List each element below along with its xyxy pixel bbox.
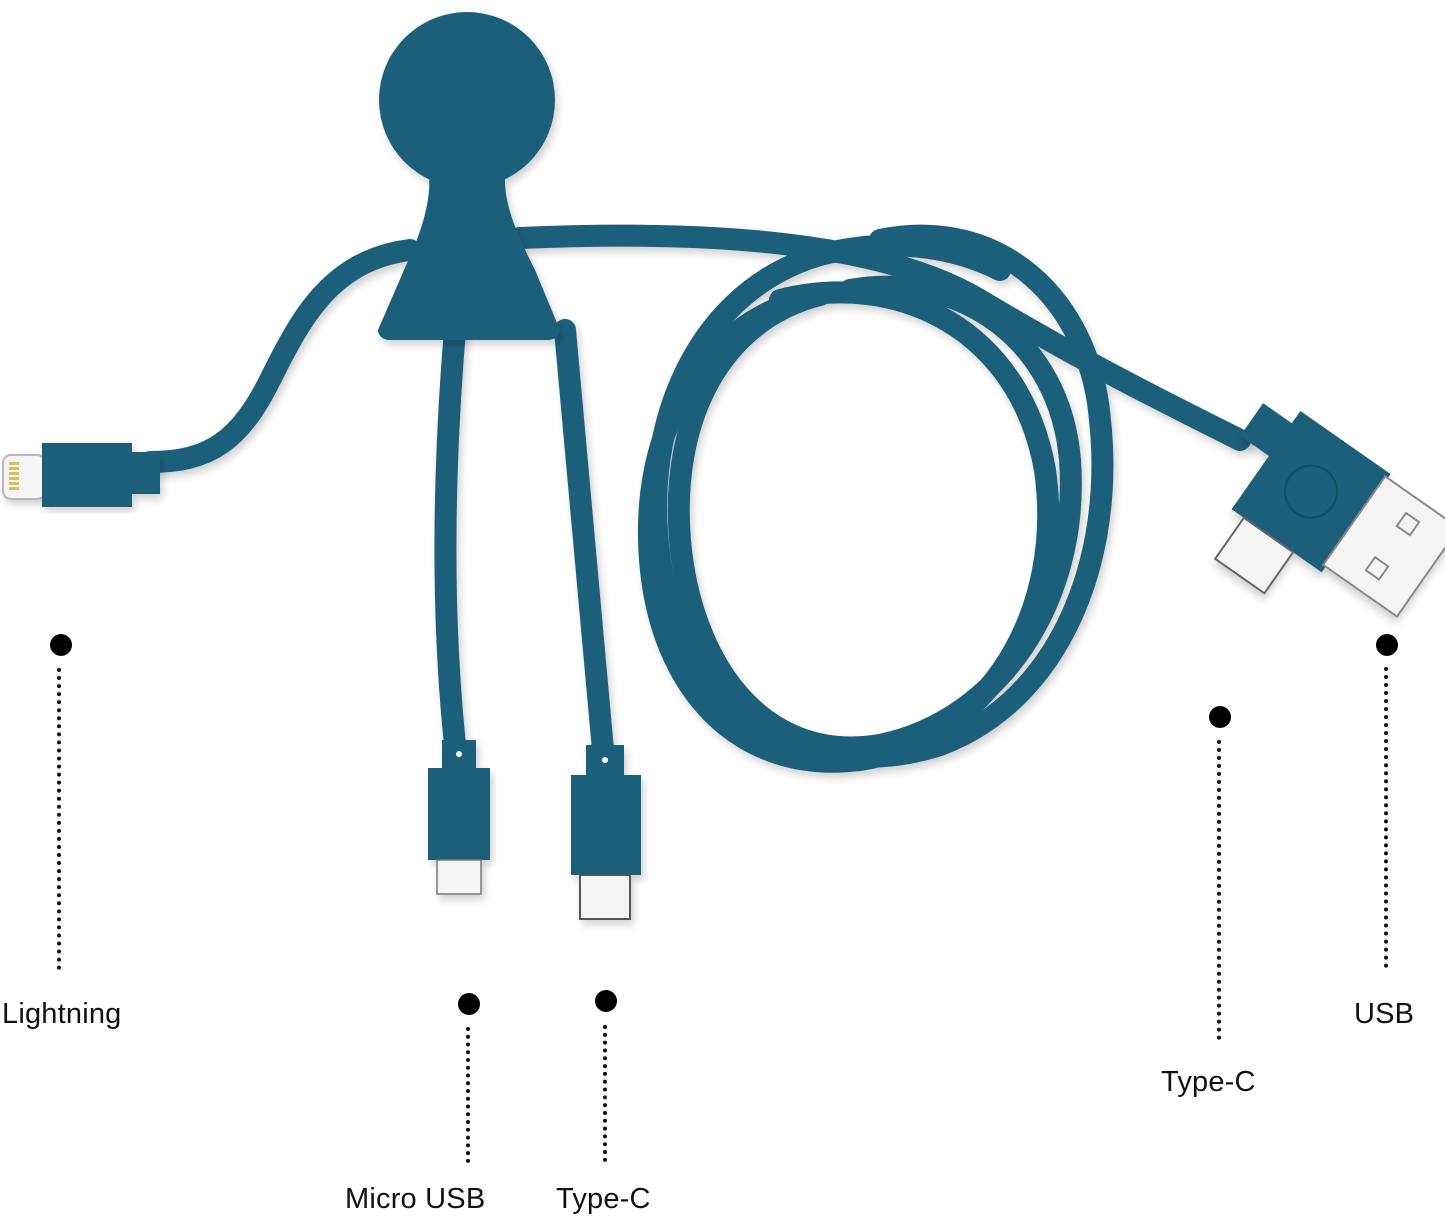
label-micro-usb: Micro USB — [345, 1183, 486, 1215]
micro-usb-connector — [428, 740, 490, 895]
dotted-leader-line — [603, 1025, 607, 1162]
label-usb: USB — [1354, 998, 1415, 1030]
cable-to-type-c — [554, 319, 614, 761]
dotted-leader-line — [1384, 667, 1388, 968]
type-c-connector-leg — [571, 745, 641, 920]
dotted-leader-line — [57, 668, 61, 970]
dotted-leader-line — [1217, 740, 1221, 1040]
marker-dot — [595, 990, 617, 1012]
cable-coil — [637, 224, 1114, 773]
label-lightning: Lightning — [2, 998, 122, 1030]
label-type-c: Type-C — [1161, 1066, 1256, 1098]
marker-dot — [458, 993, 480, 1015]
usb-combo-connector — [1213, 403, 1445, 618]
octopus-hub — [378, 12, 560, 340]
marker-dot — [1376, 634, 1398, 656]
cable-to-usb — [509, 224, 1251, 451]
label-type-c: Type-C — [556, 1183, 651, 1215]
marker-dot — [50, 634, 72, 656]
cable-to-micro-usb — [434, 319, 466, 756]
cable-to-lightning — [139, 239, 421, 473]
lightning-connector — [2, 443, 160, 507]
marker-dot — [1209, 706, 1231, 728]
dotted-leader-line — [466, 1027, 470, 1163]
